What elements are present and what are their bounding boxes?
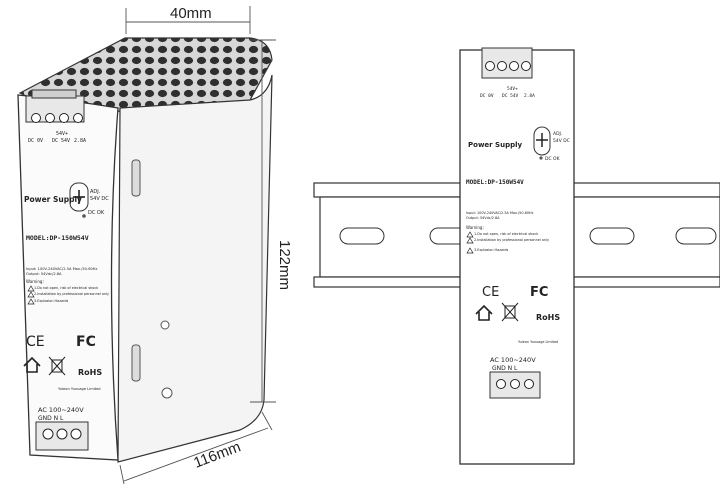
front-bottom-terminal-screws [496, 379, 534, 389]
isometric-view: DC 0V DC 54V 2.8A 54V+ ADJ. 54V DC DC OK… [17, 37, 273, 463]
side-screw-upper [160, 320, 170, 330]
input-spec: Input: 100V-240VAC/2.5A Max./50-60Hz [26, 267, 98, 271]
ce-mark: CE [26, 334, 45, 350]
front-model: MODEL:DP-150W54V [466, 179, 524, 186]
home-icon [23, 356, 41, 373]
weee-bin-icon [48, 356, 66, 376]
bottom-terminal-screws [42, 428, 82, 440]
warning-3: 3.Explosion Hazards [34, 299, 69, 303]
ac-label: AC 100~240V [38, 406, 84, 414]
terminal-label-dc54v: DC 54V [52, 138, 70, 144]
front-terminal-b: DC 54V [502, 93, 519, 99]
front-terminal-bottom-labels: GND N L [492, 365, 518, 372]
side-screw-lower [161, 387, 173, 399]
adj-value: 54V DC [90, 196, 109, 202]
front-terminal-c: 2.8A [524, 93, 535, 99]
front-fc-mark: FC [530, 285, 548, 300]
terminal-label-plus: 54V+ [56, 131, 68, 137]
warning-2: 2.Installation by professional personnel… [34, 292, 109, 296]
fc-mark: FC [76, 334, 96, 350]
front-warning-3: 3.Explosion Hazards [474, 248, 509, 252]
side-face [117, 74, 273, 463]
front-warning-title: Warning: [466, 225, 484, 230]
device-model: MODEL:DP-150W54V [26, 234, 89, 242]
front-face [17, 94, 119, 461]
dimension-depth [119, 411, 273, 485]
front-dc-ok: DC OK [545, 156, 561, 162]
warning-title: Warning: [26, 279, 44, 284]
width-label: 40mm [170, 5, 212, 22]
terminal-label-dc0v: DC 0V [28, 138, 43, 144]
terminal-label-current: 2.8A [74, 138, 86, 144]
dc-ok-label: DC OK [88, 210, 105, 216]
warning-1: 1.Do not open, risk of electrical shock [34, 286, 98, 290]
front-output-spec: Output: 54Vdc/2.8A [466, 216, 500, 220]
top-terminal-cover [31, 89, 77, 99]
top-terminal-screws [31, 113, 83, 123]
front-dc-ok-led [539, 156, 543, 160]
front-warning-1: 1.Do not open, risk of electrical shock [474, 232, 538, 236]
device-title: Power Supply [24, 195, 82, 204]
manufacturer: Yuleon Yuxuage Limited [58, 387, 101, 391]
front-input-spec: Input: 100V-240VAC/2.5A Max./50-60Hz [466, 211, 534, 215]
front-ac-label: AC 100~240V [490, 356, 536, 364]
rohs-mark: RoHS [78, 368, 102, 377]
front-ce-mark: CE [482, 285, 499, 300]
side-slot-upper [131, 159, 141, 197]
dimension-width [125, 6, 251, 34]
warning-triangles-icon [27, 285, 35, 305]
output-spec: Output: 54Vdc/2.8A [26, 272, 62, 276]
front-title: Power Supply [468, 141, 522, 149]
front-view: 54V+ DC 0V DC 54V 2.8A Power Supply ADJ.… [459, 47, 575, 465]
front-warning-triangles-icon [466, 231, 474, 254]
dc-ok-led [82, 214, 86, 218]
front-terminal-a: DC 0V [480, 93, 494, 99]
terminal-bottom-labels: GND N L [38, 415, 64, 422]
adj-label: ADJ. [90, 189, 101, 195]
height-label: 122mm [276, 240, 293, 290]
front-adj-label: ADJ. [553, 131, 562, 137]
depth-label: 116mm [191, 438, 243, 471]
front-terminal-plus: 54V+ [507, 86, 518, 92]
front-warning-2: 2.Installation by professional personnel… [474, 238, 549, 242]
front-weee-bin-icon [501, 302, 519, 322]
front-adj-value: 54V DC [553, 138, 570, 144]
front-manufacturer: Yuleon Yuxuage Limited [518, 340, 558, 344]
front-rohs-mark: RoHS [536, 313, 560, 322]
front-housing [459, 49, 575, 465]
dimension-height [250, 39, 276, 403]
side-slot-lower [131, 344, 141, 382]
front-top-terminal-screws [485, 61, 531, 71]
front-home-icon [475, 304, 493, 321]
